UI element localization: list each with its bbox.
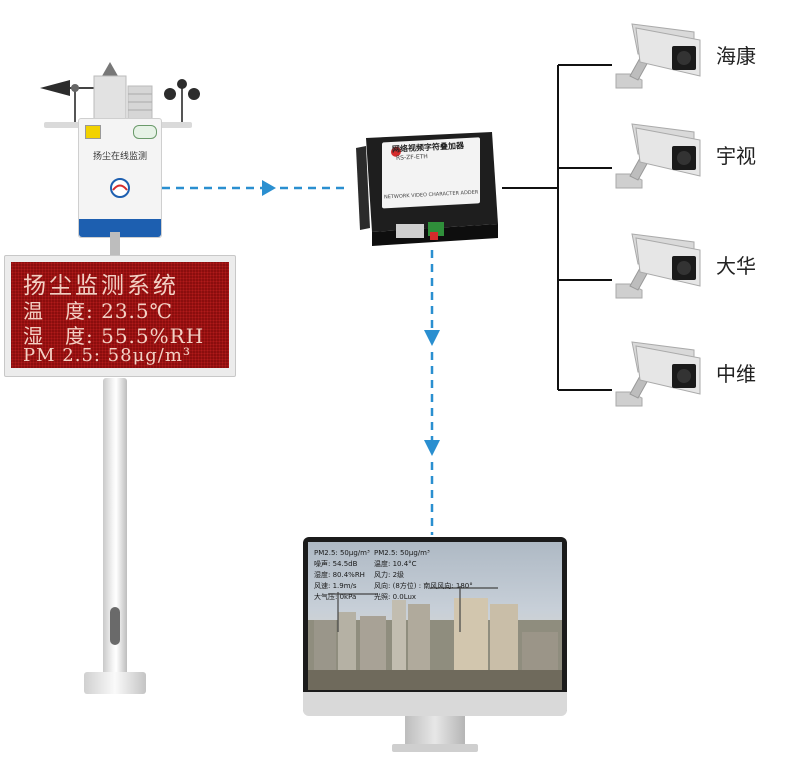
led-display-board: 扬尘监测系统 温 度: 23.5℃ 湿 度: 55.5%RH PM 2.5: 5…	[4, 255, 236, 377]
monitor-chin	[303, 692, 567, 716]
cctv-camera-icon	[615, 123, 701, 189]
overlay-reading: PM2.5: 50μg/m³	[374, 549, 430, 557]
monitoring-enclosure: 扬尘在线监测	[78, 118, 162, 238]
cctv-camera-icon	[615, 23, 701, 89]
cctv-camera-icon	[615, 233, 701, 299]
warning-sticker	[85, 125, 101, 139]
overlay-reading: 风向: (8方位) : 南风风向: 180°	[374, 582, 473, 590]
overlay-column-2: PM2.5: 50μg/m³ 温度: 10.4°C 风力: 2级风向: (8方位) …	[374, 548, 473, 603]
brand-logo-icon	[110, 178, 130, 198]
camera-brand-label: 海康	[716, 44, 756, 68]
camera-brand-label: 宇视	[716, 144, 756, 168]
video-character-adder-device	[356, 132, 498, 246]
overlay-reading: 大气压: 0kPa	[314, 593, 357, 601]
led-humidity: 湿 度: 55.5%RH	[23, 324, 205, 348]
overlay-reading: 风速: 1.9m/s	[314, 582, 357, 590]
led-temperature: 温 度: 23.5℃	[23, 299, 173, 323]
certification-badge	[133, 125, 157, 139]
camera-brand-label: 中维	[716, 362, 756, 386]
weather-sensors	[40, 62, 200, 125]
overlay-column-1: PM2.5: 50μg/m³ 噪声: 54.5dB 湿度: 80.4%RH 风速: 1…	[314, 548, 370, 603]
led-pm25: PM 2.5: 58μg/m³	[23, 345, 192, 366]
overlay-reading: 光照: 0.0Lux	[374, 593, 417, 601]
pole-base	[84, 672, 146, 694]
overlay-reading: PM2.5: 50μg/m³	[314, 549, 370, 557]
led-title: 扬尘监测系统	[23, 273, 179, 299]
enclosure-wave-stripe	[79, 219, 161, 237]
encoder-to-monitor-arrowhead-2	[424, 440, 440, 456]
enclosure-label: 扬尘在线监测	[92, 152, 147, 162]
overlay-reading: 风力: 2级	[374, 571, 405, 579]
camera-brand-label: 大华	[716, 254, 756, 278]
station-to-encoder-arrowhead	[262, 180, 276, 196]
camera-connection-tree	[502, 64, 612, 391]
led-screen: 扬尘监测系统 温 度: 23.5℃ 湿 度: 55.5%RH PM 2.5: 5…	[11, 262, 229, 368]
monitor-screen: PM2.5: 50μg/m³ 噪声: 54.5dB 湿度: 80.4%RH 风速: 1…	[308, 542, 562, 690]
cityscape-video-frame	[308, 586, 562, 690]
cctv-camera-icon	[615, 341, 701, 407]
monitor-stand	[405, 716, 465, 746]
overlay-reading: 温度: 10.4°C	[374, 560, 417, 568]
overlay-reading: 湿度: 80.4%RH	[314, 571, 365, 579]
encoder-to-monitor-arrowhead-1	[424, 330, 440, 346]
overlay-reading: 噪声: 54.5dB	[314, 560, 358, 568]
